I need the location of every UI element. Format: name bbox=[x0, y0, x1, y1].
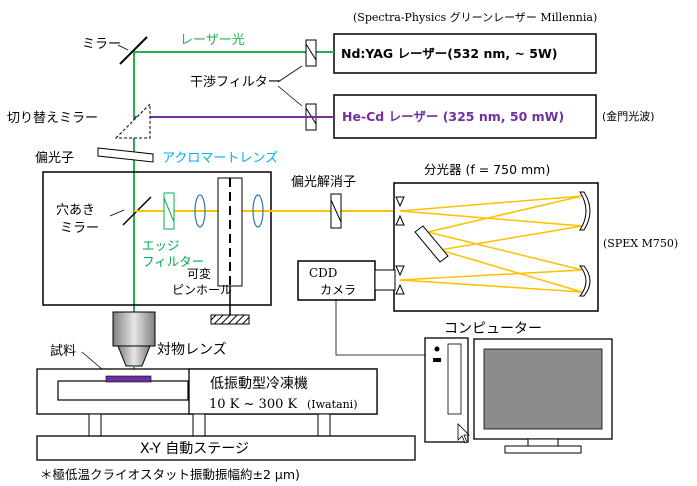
ccd-cable bbox=[335, 300, 432, 356]
spex-label: (SPEX M750) bbox=[603, 237, 678, 250]
monitor-base bbox=[504, 445, 582, 454]
cryostat-body bbox=[188, 368, 378, 415]
depolarizer-mark bbox=[330, 199, 342, 223]
objective-label: 対物レンズ bbox=[157, 342, 227, 358]
nd-yag-laser-box bbox=[333, 33, 597, 74]
ray-6 bbox=[439, 249, 583, 293]
pierced-mirror-label-2: ミラー bbox=[60, 221, 99, 236]
ccd-camera-box bbox=[297, 260, 376, 301]
switch-mirror-label: 切り替えミラー bbox=[7, 111, 98, 126]
iwatani-label: (Iwatani) bbox=[307, 398, 357, 411]
exit-slit-top bbox=[395, 265, 405, 277]
tower-button bbox=[433, 358, 441, 362]
ray-2 bbox=[399, 210, 583, 227]
depolarizer-label: 偏光解消子 bbox=[291, 175, 356, 190]
ray-8 bbox=[399, 279, 583, 293]
ray-5 bbox=[427, 231, 583, 271]
ray-3 bbox=[427, 195, 583, 233]
pierced-mirror-pointer bbox=[109, 209, 125, 217]
tower-drive-bay bbox=[447, 343, 462, 415]
exit-slit-bottom bbox=[395, 283, 405, 295]
interference-filter-pointer-top bbox=[277, 65, 303, 83]
cryostat-stage-plate bbox=[57, 380, 189, 401]
interference-filter-label: 干渉フィルター bbox=[190, 75, 281, 90]
footnote: ＊極低温クライオスタット振動振幅約±2 μm) bbox=[40, 467, 300, 482]
edge-filter-label-1: エッジ bbox=[142, 238, 180, 253]
xy-stage-box bbox=[36, 435, 416, 461]
monitor-screen bbox=[483, 348, 603, 430]
entrance-slit-bottom bbox=[395, 214, 405, 226]
mouse-cursor-icon bbox=[457, 423, 470, 444]
achromat-lens-2 bbox=[252, 194, 264, 228]
spectra-physics-header: (Spectra-Physics グリーンレーザー Millennia) bbox=[353, 10, 597, 24]
spectrometer-label: 分光器 (f = 750 mm) bbox=[424, 162, 550, 177]
computer-label: コンピューター bbox=[444, 321, 542, 337]
switch-mirror bbox=[114, 102, 151, 139]
focusing-mirror bbox=[578, 265, 591, 297]
ccd-label: CDD bbox=[309, 266, 337, 280]
leg-right bbox=[317, 413, 331, 437]
spectrometer-rays bbox=[399, 195, 583, 293]
top-mirror bbox=[119, 36, 148, 65]
sample bbox=[105, 375, 152, 383]
polarizer-label: 偏光子 bbox=[35, 151, 74, 166]
polarizer bbox=[97, 147, 154, 163]
edge-filter-mark bbox=[163, 197, 175, 223]
pinhole-label-1: 可変 bbox=[187, 266, 211, 281]
interference-filter-pointer-bottom bbox=[277, 85, 303, 107]
ray-7 bbox=[399, 269, 583, 281]
cryostat-label: 低振動型冷凍機 bbox=[210, 376, 308, 392]
computer-tower bbox=[424, 337, 469, 443]
achromat-lens-label: アクロマートレンズ bbox=[162, 150, 278, 166]
microscope-box bbox=[42, 171, 272, 306]
monitor-stand bbox=[527, 438, 559, 447]
camera-label: カメラ bbox=[320, 283, 356, 297]
mirror-top-label: ミラー bbox=[82, 37, 121, 52]
entrance-slit-top bbox=[395, 196, 405, 208]
interference-filter-green bbox=[305, 39, 317, 67]
he-cd-laser-label: He-Cd レーザー (325 nm, 50 mW) bbox=[342, 109, 564, 124]
leg-mid bbox=[192, 413, 206, 437]
temp-range-label: 10 K ~ 300 K bbox=[209, 397, 297, 412]
objective-tip bbox=[117, 345, 151, 367]
interference-filter-green-mark bbox=[305, 43, 317, 61]
he-cd-laser-box bbox=[333, 94, 597, 139]
edge-filter-label-2: フィルター bbox=[142, 254, 204, 269]
achromat-lens-1 bbox=[194, 194, 206, 228]
collimating-mirror bbox=[579, 191, 591, 231]
xy-stage-label: X-Y 自動ステージ bbox=[140, 441, 249, 457]
ray-4 bbox=[439, 225, 583, 251]
leg-left bbox=[88, 413, 102, 437]
ray-1 bbox=[399, 195, 583, 212]
tower-power-led bbox=[434, 346, 440, 352]
nd-yag-laser-label: Nd:YAG レーザー(532 nm, ~ 5W) bbox=[341, 46, 558, 61]
objective-body bbox=[112, 311, 156, 347]
sample-label: 試料 bbox=[50, 343, 76, 359]
spectrometer-box bbox=[393, 182, 599, 312]
pierced-mirror-label-1: 穴あき bbox=[56, 203, 95, 218]
pinhole-base bbox=[210, 314, 250, 325]
mirror-top-pointer bbox=[117, 44, 129, 51]
kinmon-label: (金門光波) bbox=[602, 109, 655, 123]
laser-light-label: レーザー光 bbox=[180, 33, 245, 48]
ccd-connector bbox=[374, 269, 396, 291]
diffraction-grating bbox=[414, 225, 449, 263]
pinhole-label-2: ピンホール bbox=[172, 283, 232, 297]
